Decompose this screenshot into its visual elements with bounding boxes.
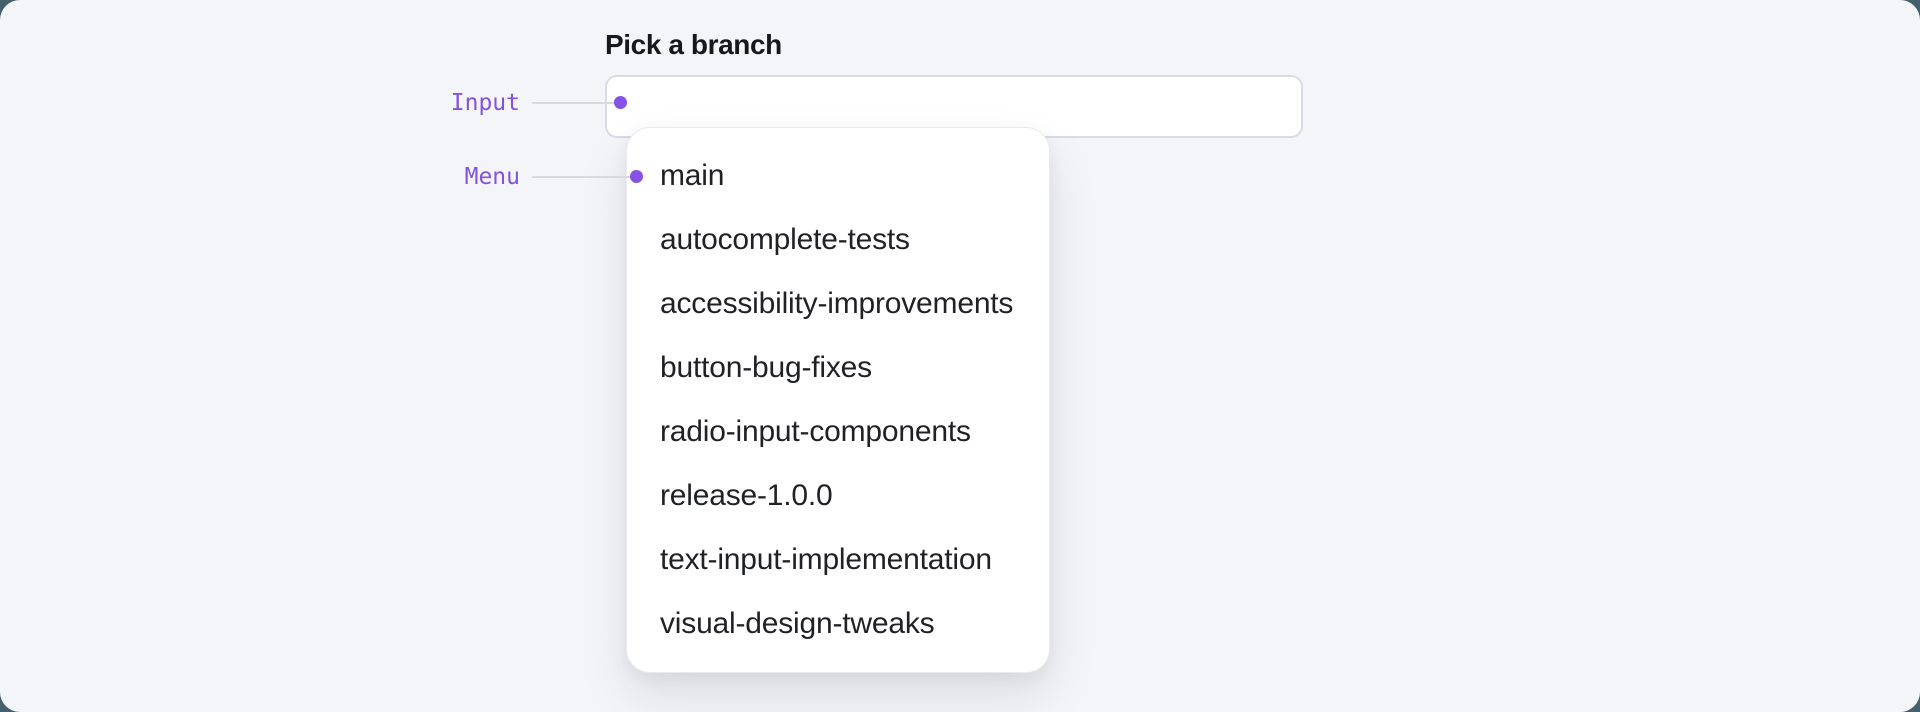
menu-item-text-input-implementation[interactable]: text-input-implementation (660, 543, 992, 576)
menu-item-visual-design-tweaks[interactable]: visual-design-tweaks (660, 607, 935, 640)
menu-item-accessibility-improvements[interactable]: accessibility-improvements (660, 287, 1014, 320)
menu-item-autocomplete-tests[interactable]: autocomplete-tests (660, 223, 910, 256)
page-title: Pick a branch (605, 29, 782, 60)
menu-item-release-1-0-0[interactable]: release-1.0.0 (660, 479, 833, 512)
marker-dot-input (614, 96, 627, 109)
annotation-label-input: Input (450, 90, 520, 116)
marker-dot-menu (630, 170, 643, 183)
connector-line-input (532, 102, 616, 104)
menu-item-main[interactable]: main (660, 159, 725, 192)
menu-item-radio-input-components[interactable]: radio-input-components (660, 415, 971, 448)
menu-item-button-bug-fixes[interactable]: button-bug-fixes (660, 351, 872, 384)
branch-combobox-menu: main autocomplete-tests accessibility-im… (626, 127, 1050, 673)
connector-line-menu (532, 176, 632, 178)
annotation-label-menu: Menu (464, 164, 520, 190)
